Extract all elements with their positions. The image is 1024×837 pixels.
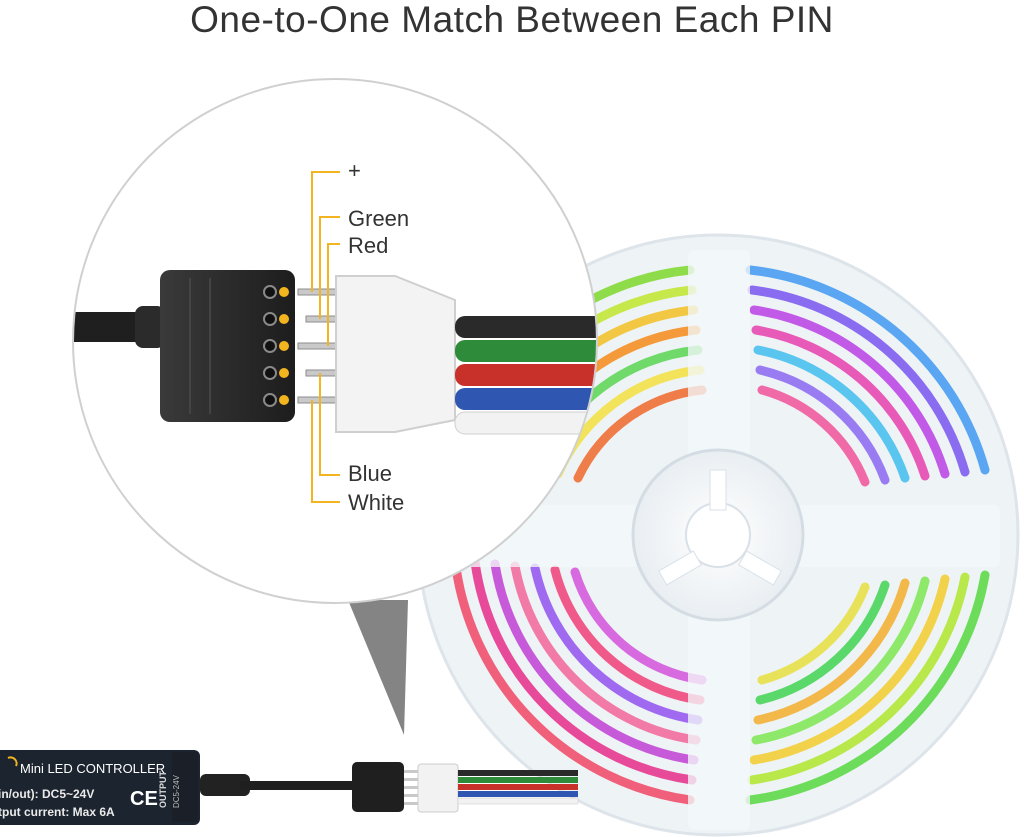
ce-mark: CE — [130, 788, 158, 810]
controller-spec-voltage: in/out): DC5~24V — [0, 787, 95, 801]
wire-green — [455, 340, 596, 362]
led-strip-reel — [416, 233, 1020, 837]
zoom-detail — [74, 171, 596, 503]
wire-white — [454, 411, 596, 435]
pin-label-green: Green — [348, 206, 410, 231]
controller-output-connector — [352, 762, 404, 812]
page-title: One-to-One Match Between Each PIN — [190, 0, 834, 40]
female-connector — [160, 270, 295, 422]
controller-output-voltage: DC5-24V — [172, 775, 181, 808]
pin-label-red: Red — [348, 233, 389, 258]
wifi-icon — [7, 756, 18, 767]
pin-callout-lines — [311, 171, 340, 503]
male-connector — [335, 275, 456, 433]
controller-spec-current: tput current: Max 6A — [0, 805, 115, 819]
controller-output-label: OUTPUT — [158, 771, 168, 808]
led-controller — [0, 750, 579, 825]
callout-pointer — [348, 600, 408, 735]
controller-brand: Mini LED CONTROLLER — [20, 761, 166, 776]
pin-label-white: White — [348, 490, 405, 515]
pin-label-plus: + — [348, 158, 361, 183]
wire-black — [455, 316, 596, 338]
wire-red — [455, 364, 596, 386]
wire-blue — [455, 388, 596, 410]
pin-label-blue: Blue — [348, 461, 393, 486]
